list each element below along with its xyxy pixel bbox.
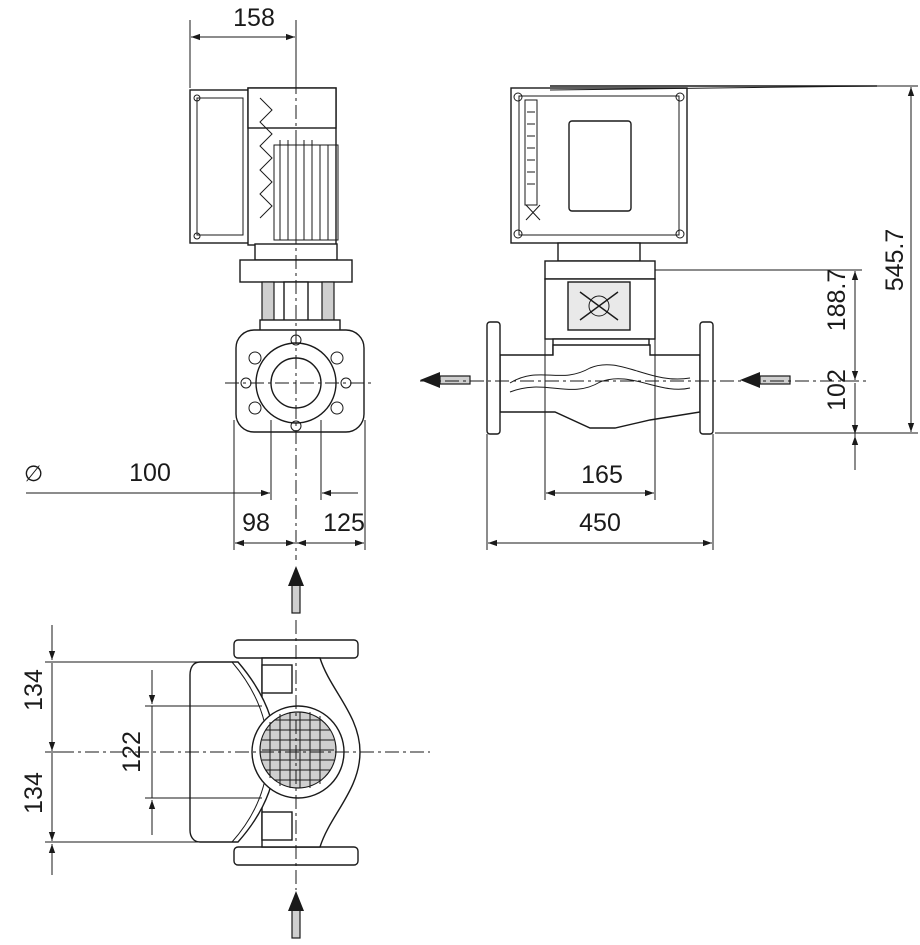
dim-102: 102 (823, 369, 851, 411)
coupling-flange (544, 260, 656, 280)
dim-545-7: 545.7 (881, 229, 909, 292)
inlet-flange (486, 321, 501, 435)
dim-134-lower: 134 (20, 772, 48, 814)
flow-arrow-up-top (288, 566, 304, 614)
outlet-flange (699, 321, 714, 435)
dim-134-upper: 134 (20, 669, 48, 711)
flow-arrow-up-bottom (288, 891, 304, 939)
pump-flange-front (235, 329, 365, 433)
pump-body (499, 344, 701, 429)
dim-450: 450 (579, 509, 621, 537)
display-window (568, 120, 632, 212)
dim-165: 165 (581, 461, 623, 489)
dim-100: 100 (129, 459, 171, 487)
side-view (189, 30, 375, 560)
terminal-box (189, 89, 251, 244)
dim-98: 98 (242, 509, 270, 537)
dim-188-7: 188.7 (823, 269, 851, 332)
plan-view (60, 566, 430, 939)
dim-158: 158 (233, 4, 275, 32)
dimension-labels: 158 545.7 188.7 102 165 450 ∅ 100 98 125… (20, 4, 909, 814)
dim-122: 122 (118, 731, 146, 773)
motor-box-front (510, 87, 688, 244)
motor-head-plan (189, 661, 277, 843)
flow-arrow-left (420, 372, 471, 388)
dim-125: 125 (323, 509, 365, 537)
diameter-symbol: ∅ (24, 462, 43, 487)
flow-arrow-right (740, 372, 791, 388)
dimension-lines (26, 20, 918, 875)
front-view (420, 85, 878, 435)
